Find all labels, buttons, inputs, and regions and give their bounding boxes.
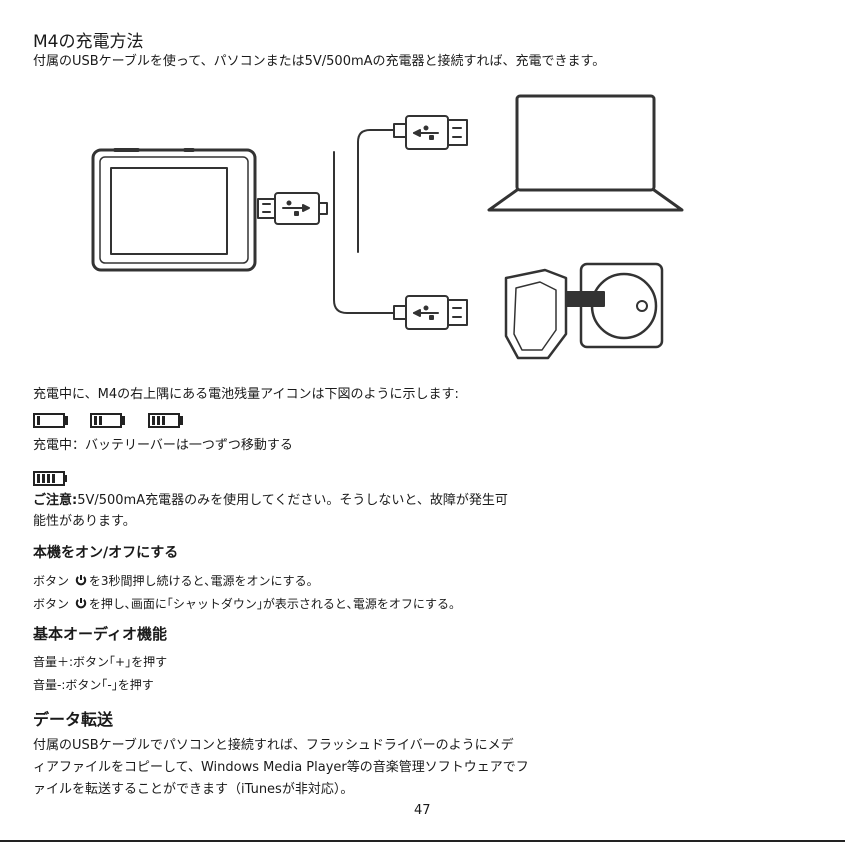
transfer-line-2: ィアファイルをコピーして、Windows Media Player等の音楽管理ソ…: [33, 760, 529, 775]
battery-bar: [152, 416, 155, 425]
mp3-player-icon: [91, 148, 257, 272]
caution-label: ご注意:: [33, 493, 78, 508]
volume-up-text: 音量＋:ボタン｢+｣を押す: [33, 655, 168, 669]
volume-down-text: 音量-:ボタン｢-｣を押す: [33, 678, 154, 692]
power-line-1-pre: ボタン: [33, 574, 70, 588]
caution-line-2: 能性があります。: [33, 514, 136, 529]
power-line-2-pre: ボタン: [33, 597, 70, 611]
power-line-2: ボタン を押し､画面に｢シャットダウン｣が表示されると､電源をオフにする。: [33, 594, 461, 614]
battery-bar: [94, 416, 97, 425]
power-line-2-post: を押し､画面に｢シャットダウン｣が表示されると､電源をオフにする。: [88, 597, 461, 611]
battery-bar: [157, 416, 160, 425]
charging-note: 充電中：バッテリーバーは一つずつ移動する: [33, 438, 293, 453]
charging-illustration: [91, 94, 684, 360]
power-icon: [75, 598, 87, 609]
usb-plug-icon: [393, 115, 468, 150]
laptop-icon: [487, 94, 684, 212]
charging-body: 付属のUSBケーブルを使って、パソコンまたは5V/500mAの充電器と接続すれば…: [33, 54, 606, 69]
bottom-rule: [0, 840, 845, 842]
battery-intro: 充電中に、M4の右上隅にある電池残量アイコンは下図のように示します:: [33, 387, 459, 402]
caution-line-1: ご注意:5V/500mA充電器のみを使用してください。そうしないと、故障が発生可: [33, 491, 508, 511]
battery-charging-icons: [33, 413, 183, 428]
usb-plug-icon: [257, 192, 328, 225]
charging-title: M4の充電方法: [33, 32, 144, 52]
battery-full-icon: [33, 471, 67, 486]
power-line-1: ボタン を3秒間押し続けると､電源をオンにする。: [33, 571, 319, 591]
transfer-title: データ転送: [33, 710, 114, 729]
audio-title: 基本オーディオ機能: [33, 625, 167, 643]
battery-bar: [162, 416, 165, 425]
usb-plug-icon: [393, 295, 468, 330]
transfer-line-3: ァイルを転送することができます（iTunesが非対応）。: [33, 782, 354, 797]
power-title: 本機をオン/オフにする: [33, 545, 179, 561]
battery-bar: [37, 416, 40, 425]
battery-bar: [99, 416, 102, 425]
caution-text: 5V/500mA充電器のみを使用してください。そうしないと、故障が発生可: [77, 493, 508, 508]
transfer-line-1: 付属のUSBケーブルでパソコンと接続すれば、フラッシュドライバーのようにメデ: [33, 738, 514, 753]
power-icon: [75, 575, 87, 586]
page-number: 47: [414, 803, 431, 818]
wall-charger-icon: [504, 262, 664, 360]
power-line-1-post: を3秒間押し続けると､電源をオンにする。: [88, 574, 319, 588]
